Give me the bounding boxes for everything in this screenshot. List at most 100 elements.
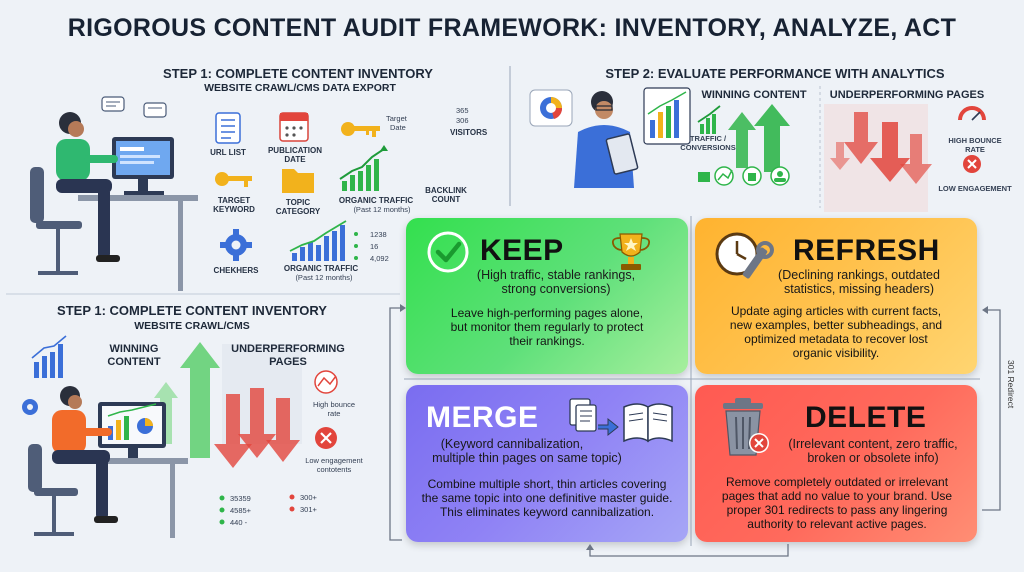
target-date-label-line1: Target: [386, 114, 407, 123]
organic-traffic-period-1: (Past 12 months): [353, 205, 411, 214]
low-engagement-label: LOW ENGAGEMENT: [938, 184, 1012, 193]
pie-chart-icon: [529, 89, 573, 127]
low-engagement-label-line1: Low engagement: [305, 456, 363, 465]
topic-category-label-line1: TOPIC: [285, 198, 311, 207]
publication-date-label-line1: PUBLICATION: [267, 146, 323, 155]
check-circle-icon: [427, 231, 469, 273]
merge-description-line1: Combine multiple short, thin articles co…: [427, 477, 667, 491]
delete-title: DELETE: [805, 401, 927, 434]
merge-subtitle-line1: (Keyword cannibalization,: [440, 437, 584, 451]
right-flow-arrow: [982, 306, 1001, 511]
metric-dot-green: [219, 495, 225, 501]
organic-number-3: 4,092: [370, 254, 389, 263]
metric-value-1: 35359: [230, 494, 251, 503]
high-bounce-label-line1: High bounce: [312, 400, 356, 409]
analyst-with-tablet-illustration: [574, 91, 639, 188]
winning-content-label-line2: CONTENT: [107, 356, 161, 368]
chekhers-label: CHEKHERS: [213, 266, 259, 275]
merge-description-line3: This eliminates keyword cannibalization.: [439, 505, 655, 519]
calendar-icon: [279, 112, 309, 142]
bounce-rate-icon: [314, 370, 338, 394]
chat-bubble-icon: [101, 96, 167, 118]
high-bounce-label-line2: rate: [327, 409, 341, 418]
refresh-description-line2: new examples, better subheadings, and: [729, 318, 943, 332]
high-bounce-rate-label-line2: RATE: [965, 145, 985, 154]
organic-traffic-chart-2-icon: [289, 220, 358, 261]
metric-dot-green: [219, 519, 225, 525]
traffic-label-line1: TRAFFIC /: [689, 134, 727, 143]
delete-description-line2: pages that add no value to your brand. U…: [721, 489, 953, 503]
person-at-desk-illustration: [30, 112, 198, 291]
refresh-description-line4: organic visibility.: [792, 346, 880, 360]
step1-top-title: STEP 1: COMPLETE CONTENT INVENTORY: [163, 66, 433, 81]
underperforming-label-line1: UNDERPERFORMING: [231, 343, 345, 355]
keep-card: KEEP (High traffic, stable rankings, str…: [406, 218, 688, 374]
delete-card: DELETE (Irrelevant content, zero traffic…: [695, 385, 977, 542]
organic-traffic-label-1: ORGANIC TRAFFIC: [338, 196, 414, 205]
delete-description-line1: Remove completely outdated or irrelevant: [725, 475, 949, 489]
step2-illustration: [529, 86, 986, 212]
visitors-number-1: 365: [456, 106, 469, 115]
trash-can-icon: [723, 398, 769, 456]
low-engagement-x-icon: [315, 427, 337, 449]
organic-traffic-label-2: ORGANIC TRAFFIC: [283, 264, 359, 273]
winning-trend-icon: [697, 105, 721, 134]
url-list-label: URL LIST: [210, 148, 246, 157]
refresh-subtitle-line2: statistics, missing headers): [783, 282, 935, 296]
left-flow-arrow: [389, 304, 406, 541]
underperforming-label-line2: PAGES: [269, 356, 307, 368]
organic-traffic-period-2: (Past 12 months): [295, 273, 353, 282]
step1-bottom-title: STEP 1: COMPLETE CONTENT INVENTORY: [57, 303, 327, 318]
analytics-bar-chart-icon: [643, 87, 691, 145]
backlink-label-line1: BACKLINK: [425, 186, 467, 195]
keep-description-line1: Leave high-performing pages alone,: [450, 306, 644, 320]
high-bounce-rate-label-line1: HIGH BOUNCE: [948, 136, 1002, 145]
low-engagement-x-icon: [963, 155, 981, 173]
key-icon: [341, 122, 380, 137]
quadrant-lines: [404, 216, 980, 546]
section-divider: [509, 66, 511, 206]
target-keyword-label-line1: TARGET: [217, 196, 251, 205]
low-engagement-label-line2: contotents: [316, 465, 352, 474]
delete-subtitle-line1: (Irrelevant content, zero traffic,: [788, 437, 958, 451]
clock-wrench-icon: [715, 232, 774, 279]
refresh-description-line1: Update aging articles with current facts…: [730, 304, 942, 318]
keep-title: KEEP: [480, 234, 564, 267]
step2-title: STEP 2: EVALUATE PERFORMANCE WITH ANALYT…: [605, 66, 945, 81]
merge-description-line2: the same topic into one definitive maste…: [421, 491, 673, 505]
refresh-description-line3: optimized metadata to recover lost: [744, 332, 928, 346]
step1-bottom-subtitle: WEBSITE CRAWL/CMS: [134, 320, 250, 332]
backlink-label-line2: COUNT: [431, 195, 461, 204]
metric-dot-red: [289, 506, 295, 512]
target-keyword-key-icon: [215, 172, 252, 187]
refresh-subtitle-line1: (Declining rankings, outdated: [778, 268, 940, 282]
metric-value-3: 440 -: [230, 518, 248, 527]
refresh-card: REFRESH (Declining rankings, outdated st…: [695, 218, 977, 374]
down-arrows-icon: [214, 344, 302, 468]
merge-subtitle-line2: multiple thin pages on same topic): [432, 451, 622, 465]
trophy-icon: [611, 233, 651, 270]
visitors-label: VISITORS: [450, 128, 488, 137]
delete-description-line4: authority to relevant active pages.: [747, 517, 927, 531]
merge-title: MERGE: [426, 401, 539, 434]
keep-subtitle-line1: (High traffic, stable rankings,: [476, 268, 636, 282]
gear-icon: [220, 229, 252, 261]
target-keyword-label-line2: KEYWORD: [213, 205, 255, 214]
publication-date-label-line2: DATE: [284, 155, 306, 164]
green-up-arrows-icon: [728, 104, 790, 172]
metric-dot-red: [289, 494, 295, 500]
organic-number-2: 16: [370, 242, 379, 251]
target-date-label-line2: Date: [390, 123, 406, 132]
winning-content-label-line1: WINNING: [109, 343, 159, 355]
keep-description-line2: but monitor them regularly to protect: [450, 320, 644, 334]
visitors-number-2: 306: [456, 116, 469, 125]
topic-category-label-line2: CATEGORY: [275, 207, 321, 216]
merge-card: MERGE (Keyword cannibalization, multiple…: [406, 385, 688, 542]
step1-bottom-illustration: [22, 335, 338, 538]
person-with-computer-illustration: [28, 386, 188, 538]
organic-traffic-chart-icon: [339, 145, 388, 191]
main-title: RIGOROUS CONTENT AUDIT FRAMEWORK: INVENT…: [67, 14, 957, 42]
refresh-title: REFRESH: [793, 234, 940, 267]
url-list-icon: [215, 112, 241, 144]
